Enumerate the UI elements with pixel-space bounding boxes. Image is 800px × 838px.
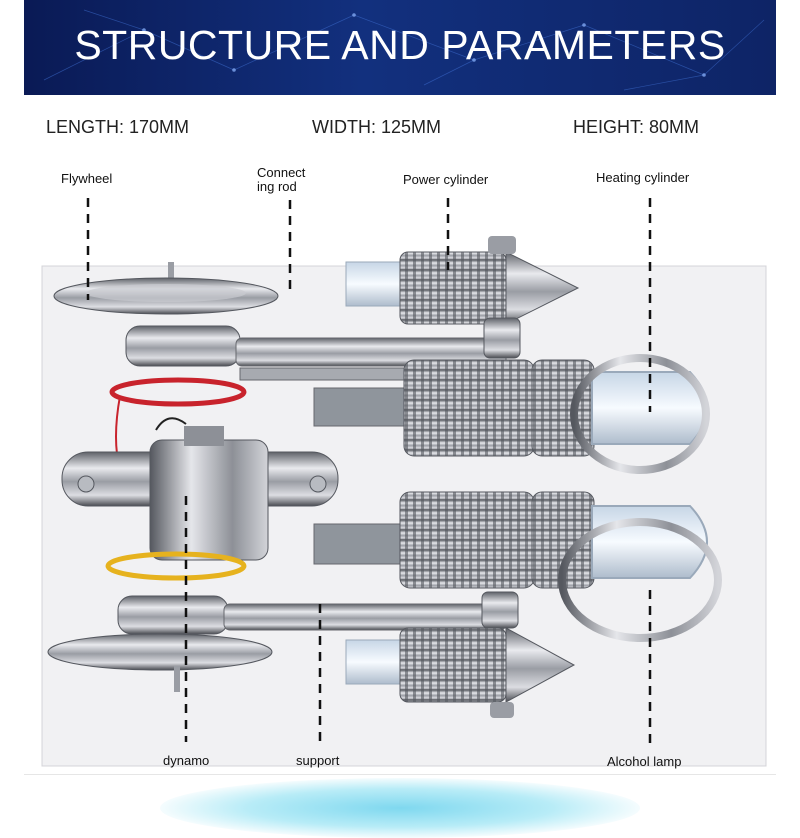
- top-rod-link: [239, 367, 421, 381]
- page-title: STRUCTURE AND PARAMETERS: [74, 22, 726, 68]
- yellow-coil: [105, 551, 247, 581]
- bottom-crank-hub: [117, 595, 229, 635]
- width-spec: WIDTH: 125MM: [312, 117, 442, 137]
- header-banner: STRUCTURE AND PARAMETERS: [24, 0, 776, 95]
- upper-power-cylinder: [345, 236, 580, 359]
- heating-cylinder-label: Heating cylinder: [596, 170, 690, 185]
- length-spec: LENGTH: 170MM: [46, 117, 190, 137]
- top-crank-hub: [125, 325, 241, 367]
- bottom-connecting-rod: [223, 603, 507, 631]
- stirling-engine-illustration: [41, 198, 767, 767]
- flywheel-label: Flywheel: [61, 171, 113, 186]
- dynamo-motor: [149, 417, 269, 561]
- dynamo-label: dynamo: [163, 753, 210, 768]
- support-label: support: [296, 753, 340, 768]
- divider: [24, 774, 776, 775]
- top-flywheel: [53, 262, 279, 315]
- red-coil: [109, 377, 247, 407]
- lower-heating-assembly: [313, 491, 722, 642]
- bottom-flywheel: [47, 633, 273, 692]
- height-spec: HEIGHT: 80MM: [573, 117, 700, 137]
- connecting-rod-label: Connect ing rod: [257, 165, 306, 194]
- power-cylinder-label: Power cylinder: [403, 172, 489, 187]
- alcohol-lamp-label: Alcohol lamp: [607, 754, 682, 769]
- network-pattern: [43, 9, 765, 91]
- bottom-glow-decoration: [160, 778, 640, 838]
- lower-power-cylinder: [345, 591, 576, 718]
